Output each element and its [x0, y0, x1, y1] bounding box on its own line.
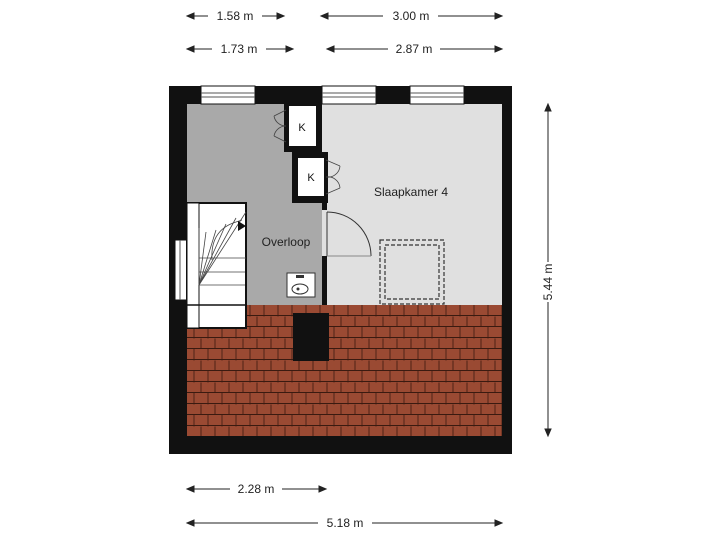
arrow-icon: [319, 12, 329, 20]
cupboard-upper-label: K: [298, 122, 306, 134]
room-label-landing: Overloop: [262, 235, 311, 249]
window: [409, 85, 465, 105]
bedroom-floor: [322, 104, 502, 305]
dim-label-top-1-right: 3.00 m: [393, 9, 430, 23]
room-label-bedroom: Slaapkamer 4: [374, 185, 448, 199]
washbasin: [286, 272, 316, 298]
arrow-icon: [494, 45, 504, 53]
arrow-icon: [285, 45, 295, 53]
window: [321, 85, 377, 105]
bedroom-door: [326, 211, 372, 257]
windows: [200, 85, 465, 105]
arrow-icon: [494, 519, 504, 527]
dim-label-top-1-left: 1.58 m: [217, 9, 254, 23]
arrow-icon: [185, 485, 195, 493]
window: [200, 85, 256, 105]
dim-label-top-2-left: 1.73 m: [221, 42, 258, 56]
chimney: [293, 313, 329, 361]
dim-label-right: 5.44 m: [541, 264, 555, 301]
cupboard-lower-label: K: [307, 172, 315, 184]
arrow-icon: [185, 45, 195, 53]
arrow-icon: [276, 12, 286, 20]
dim-label-bottom-1: 2.28 m: [238, 482, 275, 496]
arrow-icon: [185, 519, 195, 527]
cupboard-lower-door: [325, 159, 341, 195]
side-window: [174, 239, 188, 301]
arrow-icon: [185, 12, 195, 20]
dim-label-top-2-right: 2.87 m: [396, 42, 433, 56]
arrow-icon: [318, 485, 328, 493]
dim-label-bottom-2: 5.18 m: [327, 516, 364, 530]
arrow-icon: [544, 428, 552, 438]
cupboard-upper-door: [273, 109, 287, 143]
arrow-icon: [494, 12, 504, 20]
staircase: [186, 202, 247, 329]
cupboard-upper: [289, 106, 316, 146]
roof-hatch: [379, 239, 445, 305]
dimension-lines: [185, 12, 552, 527]
arrow-icon: [325, 45, 335, 53]
door-opening: [322, 210, 327, 256]
arrow-icon: [544, 102, 552, 112]
stair-arrow-icon: [238, 221, 246, 231]
cupboard-lower: [298, 158, 324, 196]
